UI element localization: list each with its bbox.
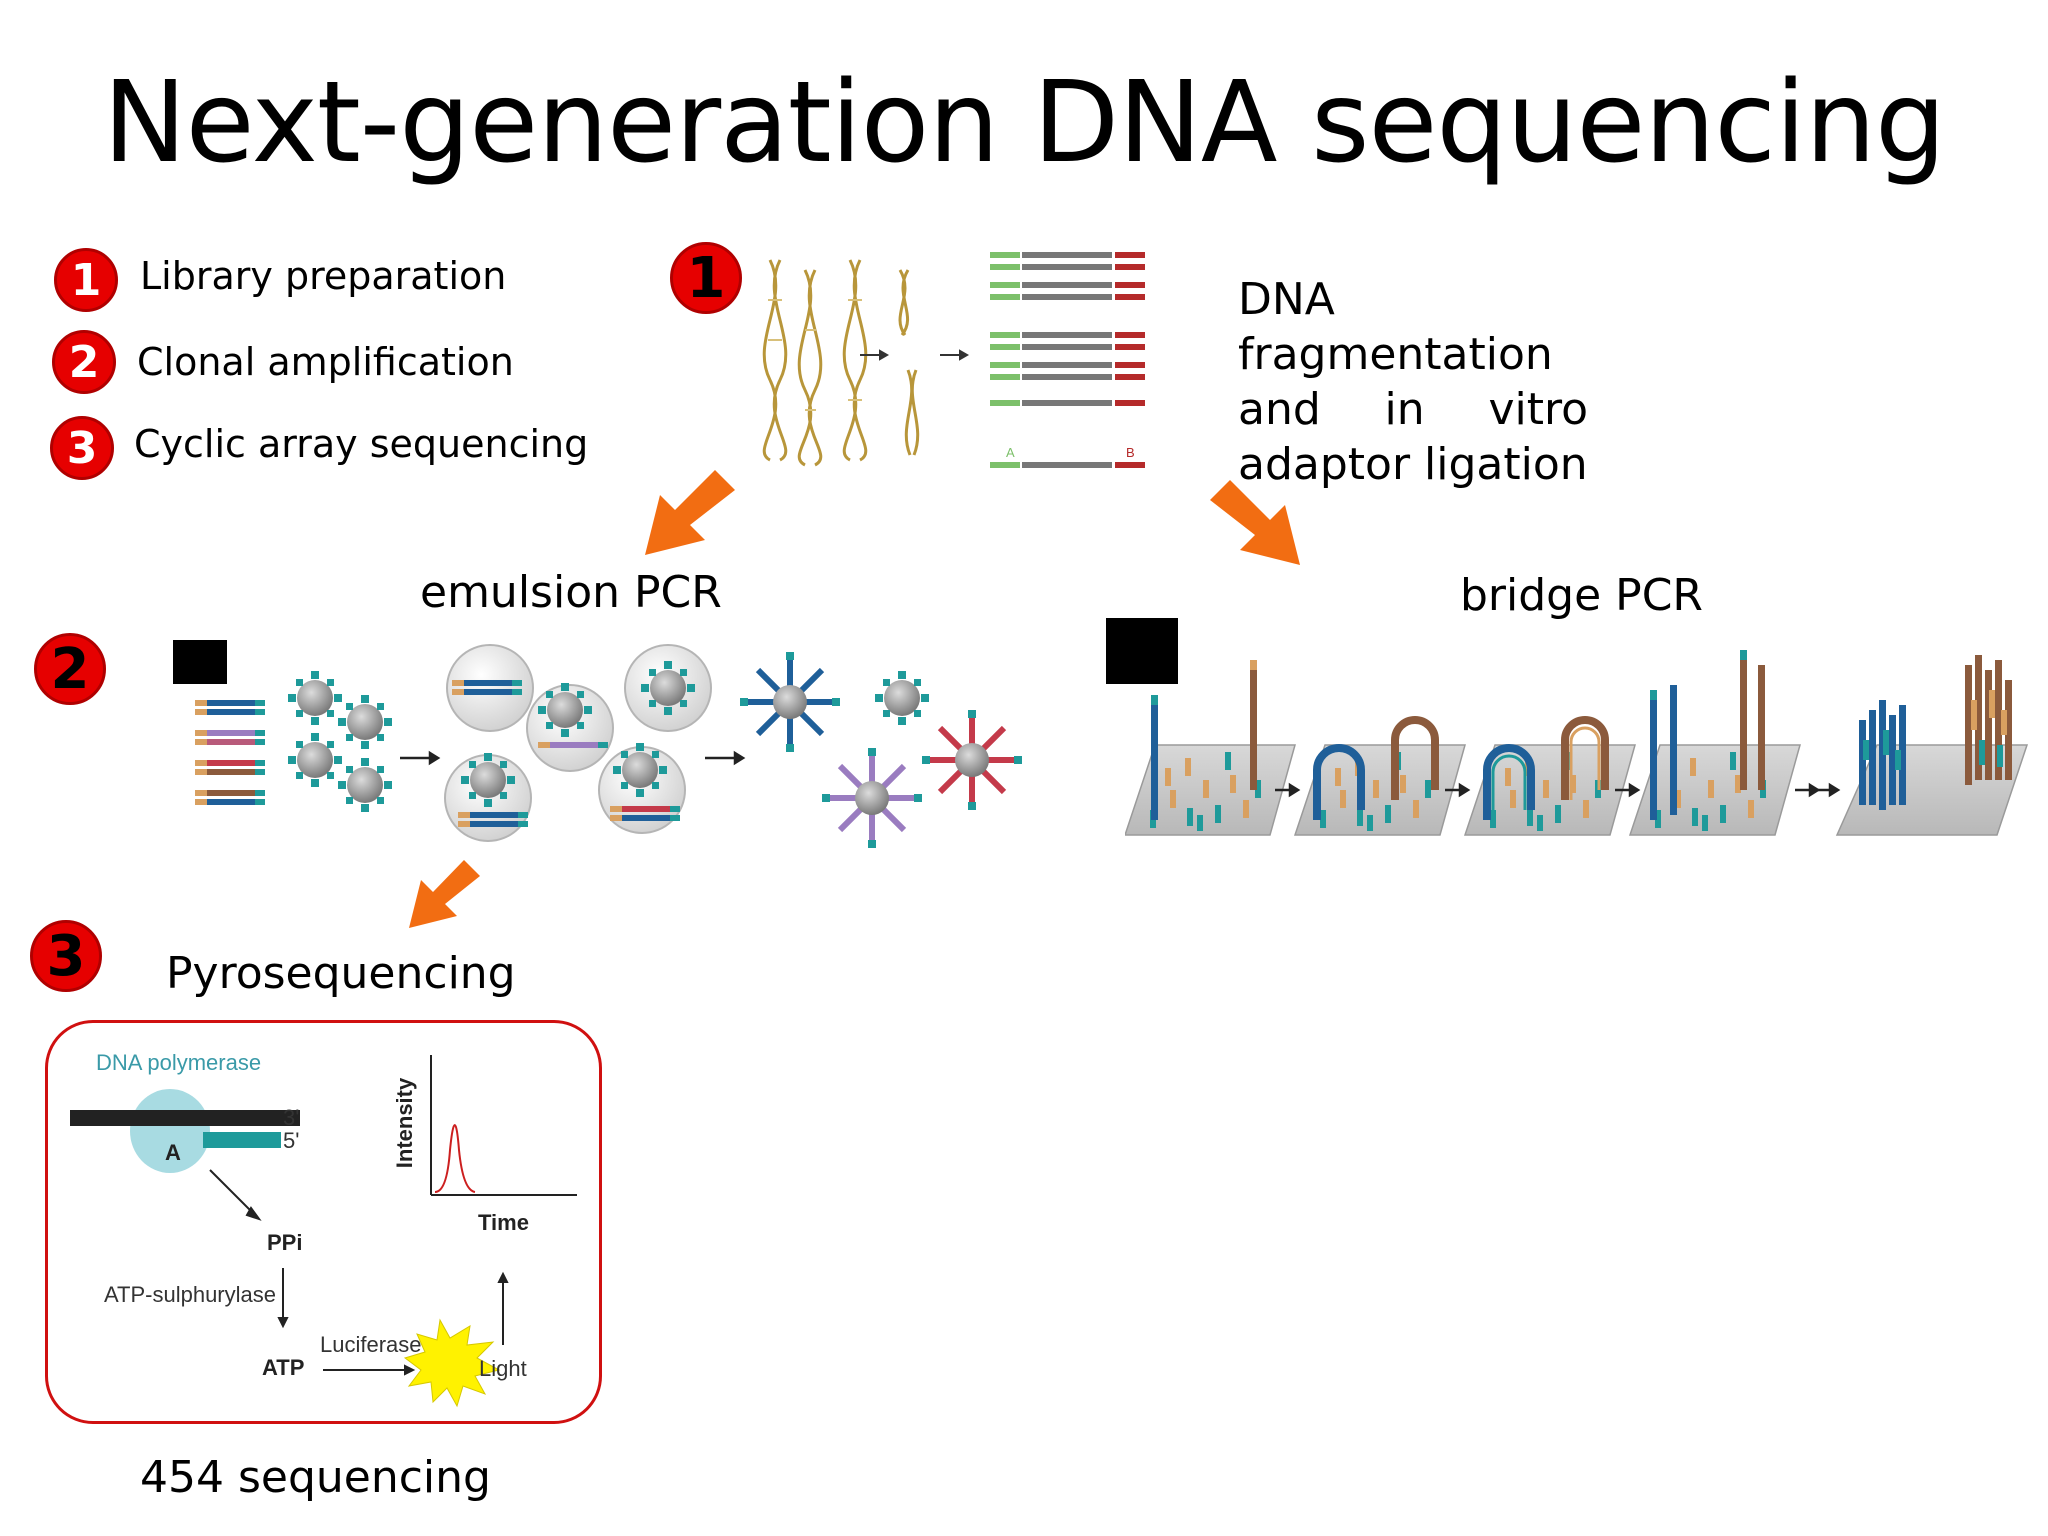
five-prime-label: 5' [283,1128,300,1153]
footer-454-label: 454 sequencing [140,1452,491,1503]
library-prep-illustration: A B [762,252,1145,468]
desc-line-2: fragmentation [1238,329,1553,380]
adapter-fragments-icon [990,252,1145,468]
desc-line-4: adaptor ligation [1238,439,1588,490]
atp-sulphurylase-label: ATP-sulphurylase [104,1282,276,1307]
step1-badge: 1 [670,242,742,314]
arrow-to-bridge-icon [1210,480,1300,565]
primer-strand-icon [203,1132,281,1148]
legend-badge-1: 1 [54,248,118,312]
intensity-axis-label: Intensity [392,1077,417,1169]
desc-line-1: DNA [1238,274,1335,325]
ppi-label: PPi [267,1230,303,1255]
bridge-placeholder-box [1106,618,1178,684]
legend-label-library: Library preparation [140,254,507,298]
template-strand-icon [70,1110,300,1126]
base-a-label: A [165,1140,181,1165]
arrow-to-emulsion-icon [645,470,735,555]
luciferase-label: Luciferase [320,1332,422,1357]
light-label: Light [479,1356,527,1381]
adaptor-a-label: A [1006,445,1015,460]
slide-title: Next-generation DNA sequencing [102,58,1946,188]
dna-strands-icon [762,259,920,467]
desc-word-vitro: vitro [1488,384,1588,435]
light-burst-icon [403,1318,501,1408]
pyrosequencing-panel [45,1020,602,1424]
legend-label-clonal: Clonal amplification [137,340,514,384]
step1-description: DNA fragmentation and in vitro adaptor l… [1238,272,1588,492]
dna-polymerase-label: DNA polymerase [96,1050,262,1075]
arrow-to-pyro-icon [409,860,480,928]
desc-word-in: in [1384,384,1425,435]
legend-label-cyclic: Cyclic array sequencing [134,422,589,466]
emulsion-placeholder-box [173,640,227,684]
pyrosequencing-diagram [70,1055,577,1408]
desc-word-and: and [1238,384,1321,435]
pyrosequencing-label: Pyrosequencing [166,948,516,999]
step2-badge: 2 [34,633,106,705]
intensity-plot [430,1055,577,1196]
adaptor-b-label: B [1126,445,1135,460]
time-axis-label: Time [478,1210,529,1235]
legend-badge-2: 2 [52,330,116,394]
three-prime-label: 3' [283,1105,300,1130]
emulsion-pcr-illustration [195,644,1022,848]
emulsion-pcr-label: emulsion PCR [420,567,722,618]
bridge-pcr-illustration [1125,650,2029,836]
bridge-pcr-label: bridge PCR [1460,570,1703,621]
atp-label: ATP [262,1355,305,1380]
step3-badge: 3 [30,920,102,992]
legend-badge-3: 3 [50,416,114,480]
